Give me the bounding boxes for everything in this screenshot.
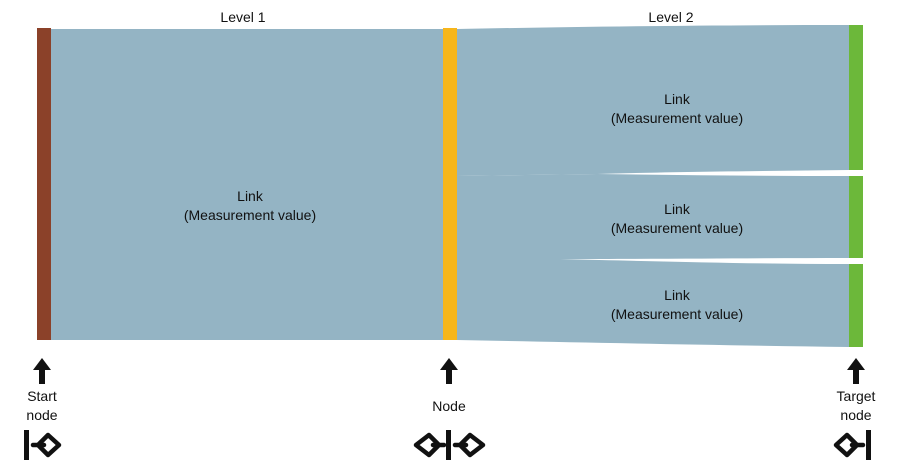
start-node-arrow-icon xyxy=(33,358,51,384)
start-node-caption: Start node xyxy=(26,388,57,423)
svg-text:Node: Node xyxy=(432,398,466,414)
branch-merge-split-icon xyxy=(413,430,486,460)
level-1-title: Level 1 xyxy=(220,9,265,25)
svg-text:node: node xyxy=(840,407,871,423)
link-label-main: Link (Measurement value) xyxy=(184,188,316,223)
svg-text:Link: Link xyxy=(664,91,691,107)
level-2-title: Level 2 xyxy=(648,9,693,25)
svg-text:Target: Target xyxy=(837,388,876,404)
link-label-middle: Link (Measurement value) xyxy=(611,201,743,236)
link-label-bottom: Link (Measurement value) xyxy=(611,287,743,322)
svg-text:(Measurement value): (Measurement value) xyxy=(611,220,743,236)
link-start-to-node xyxy=(51,29,443,340)
svg-text:Start: Start xyxy=(27,388,57,404)
target-node-caption: Target node xyxy=(837,388,876,423)
start-node-bar xyxy=(37,28,51,340)
link-node-to-target-middle xyxy=(457,174,849,259)
link-node-to-target-top xyxy=(457,25,849,176)
svg-text:Link: Link xyxy=(664,201,691,217)
link-label-top: Link (Measurement value) xyxy=(611,91,743,126)
target-node-bar-middle xyxy=(849,176,863,258)
svg-text:(Measurement value): (Measurement value) xyxy=(611,306,743,322)
svg-text:(Measurement value): (Measurement value) xyxy=(184,207,316,223)
branch-merge-icon xyxy=(833,430,871,460)
middle-node-bar xyxy=(443,28,457,340)
target-node-arrow-icon xyxy=(847,358,865,384)
svg-text:Link: Link xyxy=(664,287,691,303)
target-node-bar-top xyxy=(849,25,863,170)
svg-text:Link: Link xyxy=(237,188,264,204)
svg-text:node: node xyxy=(26,407,57,423)
target-node-bar-bottom xyxy=(849,264,863,347)
svg-text:(Measurement value): (Measurement value) xyxy=(611,110,743,126)
branch-split-icon xyxy=(24,430,62,460)
middle-node-caption: Node xyxy=(432,398,466,414)
link-node-to-target-bottom xyxy=(457,259,849,347)
middle-node-arrow-icon xyxy=(440,358,458,384)
